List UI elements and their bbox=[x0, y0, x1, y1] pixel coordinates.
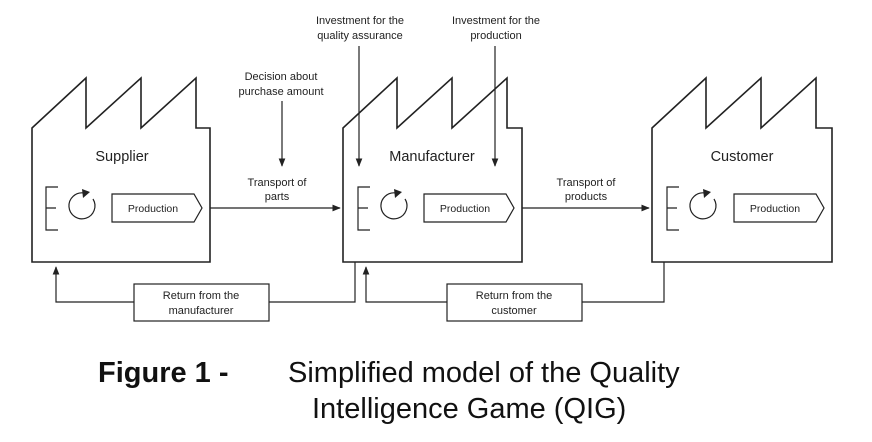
manufacturer-cycle-icon bbox=[357, 186, 408, 231]
customer-production-label: Production bbox=[750, 203, 800, 215]
transport-parts-label-line2: parts bbox=[265, 191, 290, 203]
return-manufacturer-label-line1: Return from the bbox=[163, 290, 239, 302]
supplier-label: Supplier bbox=[95, 149, 148, 165]
investment-production-label-line1: Investment for the bbox=[452, 15, 540, 27]
customer-cycle-icon bbox=[666, 186, 717, 231]
return-customer-box bbox=[446, 283, 583, 322]
customer-factory-outline bbox=[651, 76, 833, 263]
caption-text-line1: Simplified model of the Quality bbox=[288, 357, 680, 389]
supplier-cycle-icon bbox=[45, 186, 96, 231]
return-customer-label-line1: Return from the bbox=[476, 290, 552, 302]
manufacturer-production-box bbox=[423, 193, 515, 223]
manufacturer-production-label: Production bbox=[440, 203, 490, 215]
supplier-production-box bbox=[111, 193, 203, 223]
caption-figure-label: Figure 1 - bbox=[98, 357, 229, 389]
investment-production-label-line2: production bbox=[470, 30, 521, 42]
manufacturer-factory: Manufacturer Production bbox=[342, 76, 523, 263]
return-customer-label-line2: customer bbox=[491, 305, 537, 317]
supplier-factory-outline bbox=[31, 76, 211, 263]
transport-products-label-line1: Transport of bbox=[557, 177, 617, 189]
return-manufacturer-label-line2: manufacturer bbox=[169, 305, 234, 317]
supplier-factory: Supplier Production bbox=[31, 76, 211, 263]
customer-factory: Customer Production bbox=[651, 76, 833, 263]
decision-label-line1: Decision about bbox=[245, 71, 318, 83]
manufacturer-factory-outline bbox=[342, 76, 523, 263]
supply-chain-diagram: Supplier Production Manufacturer Product… bbox=[31, 15, 833, 322]
transport-parts-label-line1: Transport of bbox=[248, 177, 308, 189]
manufacturer-label: Manufacturer bbox=[389, 149, 475, 165]
customer-production-box bbox=[733, 193, 825, 223]
transport-products-label-line2: products bbox=[565, 191, 608, 203]
caption-text-line2: Intelligence Game (QIG) bbox=[312, 393, 627, 425]
investment-quality-label-line1: Investment for the bbox=[316, 15, 404, 27]
supplier-production-label: Production bbox=[128, 203, 178, 215]
customer-label: Customer bbox=[711, 149, 774, 165]
return-manufacturer-box bbox=[133, 283, 270, 322]
decision-label-line2: purchase amount bbox=[239, 86, 324, 98]
investment-quality-label-line2: quality assurance bbox=[317, 30, 403, 42]
